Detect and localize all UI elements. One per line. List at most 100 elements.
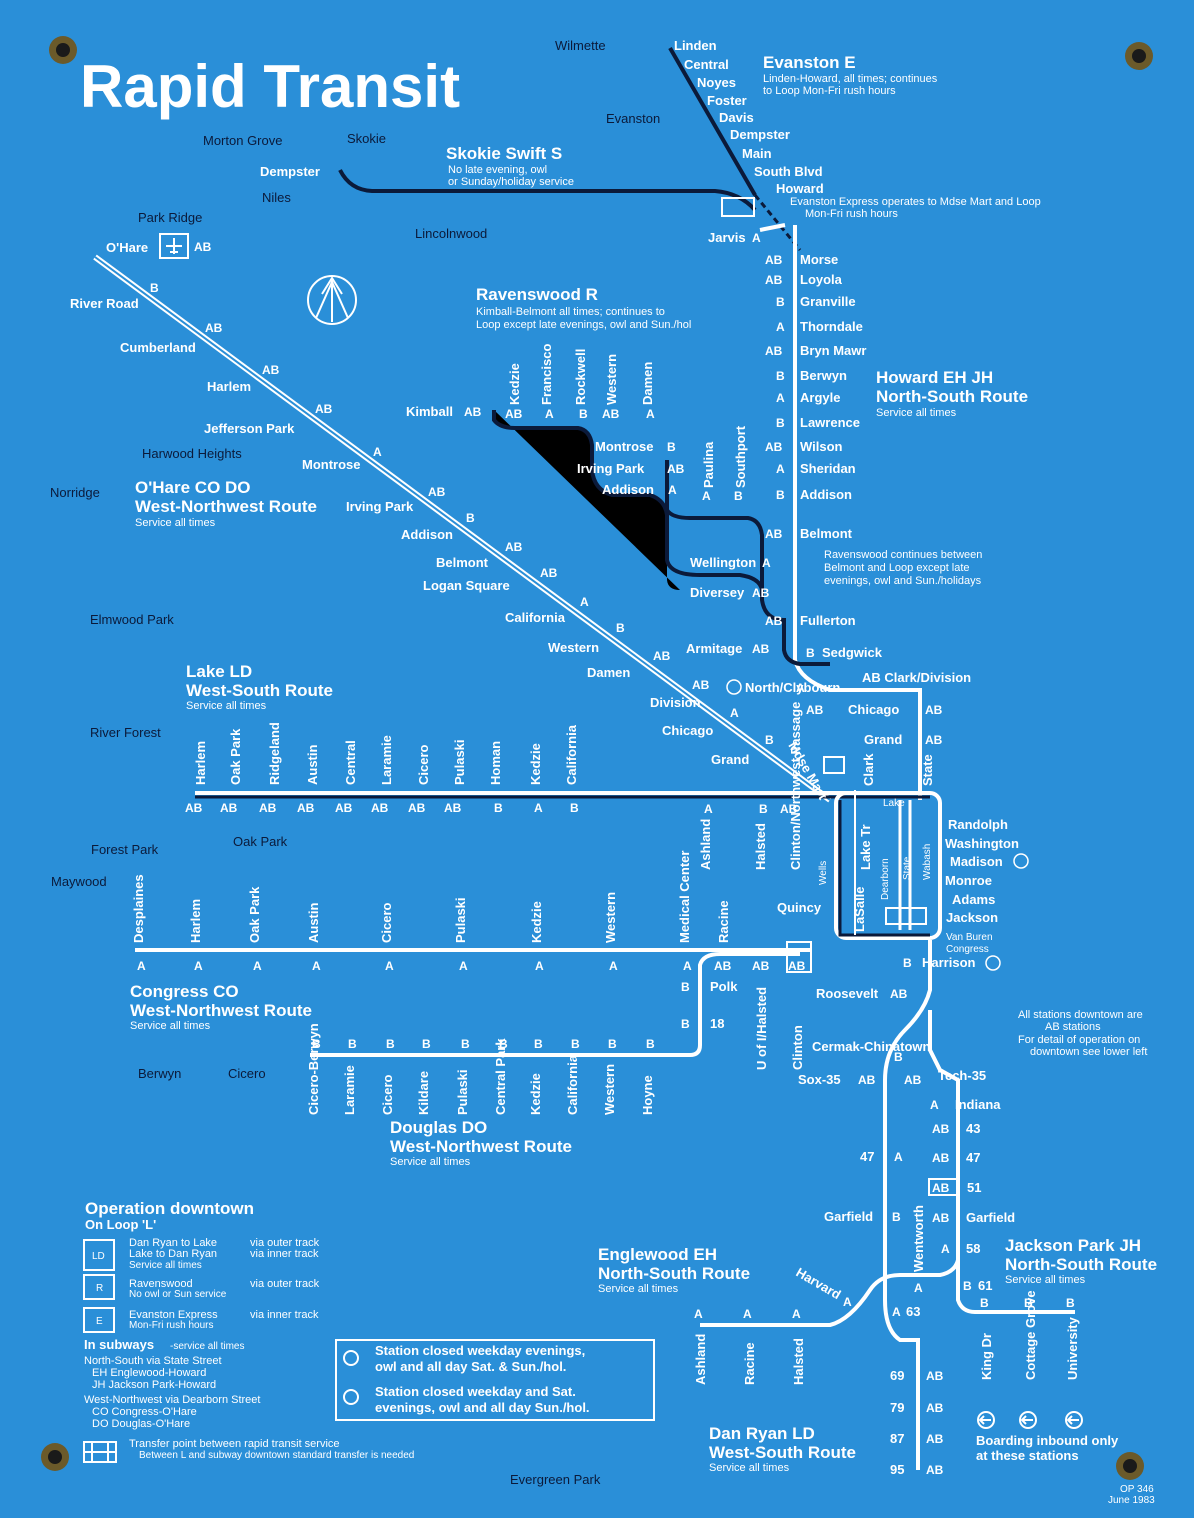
- svg-text:Boarding inbound only: Boarding inbound only: [976, 1433, 1119, 1448]
- lake-station-name: Central: [343, 740, 358, 785]
- englewood-station-name: Halsted: [791, 1338, 806, 1385]
- south-station-name: Harvard: [794, 1265, 844, 1303]
- ravenswood-station-code: B: [579, 407, 588, 421]
- ravenswood-station-name: Damen: [640, 362, 655, 405]
- douglas-station-code: B: [608, 1037, 617, 1051]
- south-station-code: AB: [932, 1211, 950, 1225]
- north-station-name: Wellington: [690, 555, 756, 570]
- svg-text:R: R: [96, 1283, 103, 1294]
- congress-station-name: Racine: [716, 900, 731, 943]
- notes: All stations downtown are AB stations Fo…: [976, 1009, 1155, 1506]
- ohare-station-name: Logan Square: [423, 578, 510, 593]
- svg-text:Main: Main: [742, 146, 772, 161]
- congress-station-name: Harlem: [188, 899, 203, 943]
- lake-station-code: AB: [185, 801, 203, 815]
- south-station-code: A: [894, 1150, 903, 1164]
- svg-text:State: State: [902, 856, 913, 880]
- south-station-name: 51: [967, 1180, 981, 1195]
- douglas-station-name: Kedzie: [528, 1073, 543, 1115]
- svg-text:Skokie: Skokie: [347, 131, 386, 146]
- svg-text:Roosevelt: Roosevelt: [816, 986, 879, 1001]
- svg-text:Park Ridge: Park Ridge: [138, 210, 202, 225]
- closed-moon-icon: [1013, 853, 1029, 869]
- svg-text:Jackson Park JH: Jackson Park JH: [1005, 1236, 1141, 1255]
- south-station-name: Wentworth: [911, 1205, 926, 1272]
- north-station-code: B: [776, 369, 785, 383]
- lake-station-code: AB: [297, 801, 315, 815]
- ohare-station-name: Montrose: [302, 457, 361, 472]
- douglas-station-name: Western: [602, 1064, 617, 1115]
- rivet-icons: [41, 36, 1153, 1480]
- svg-text:West-South Route: West-South Route: [186, 681, 333, 700]
- svg-text:Kimball-Belmont all times; con: Kimball-Belmont all times; continues to: [476, 306, 665, 318]
- ohare-station-name: Addison: [401, 527, 453, 542]
- congress-station-name: Austin: [306, 903, 321, 944]
- svg-text:Forest Park: Forest Park: [91, 842, 159, 857]
- ohare-station-name: California: [505, 610, 566, 625]
- svg-text:Service all times: Service all times: [129, 1260, 202, 1271]
- svg-text:West-Northwest Route: West-Northwest Route: [130, 1001, 312, 1020]
- loop-ld-icon: [83, 1239, 115, 1271]
- svg-text:Evanston: Evanston: [606, 111, 660, 126]
- ravenswood-station-code: A: [545, 407, 554, 421]
- north-station-name: Armitage: [686, 641, 742, 656]
- svg-text:Elmwood Park: Elmwood Park: [90, 612, 174, 627]
- lake-station-code: AB: [259, 801, 277, 815]
- north-station-code: AB: [752, 642, 770, 656]
- north-arrow-icon: [307, 275, 357, 325]
- svg-text:via inner track: via inner track: [250, 1309, 319, 1321]
- svg-text:Evanston Express operates to M: Evanston Express operates to Mdse Mart a…: [790, 196, 1041, 208]
- south-station-code: AB: [932, 1151, 950, 1165]
- svg-text:O'Hare CO DO: O'Hare CO DO: [135, 478, 251, 497]
- svg-text:AB: AB: [890, 987, 908, 1001]
- ravenswood-station-code: A: [668, 483, 677, 497]
- svg-text:State: State: [920, 754, 935, 786]
- south-station-name: 47: [966, 1150, 980, 1165]
- svg-text:Mon-Fri rush hours: Mon-Fri rush hours: [129, 1320, 213, 1331]
- svg-text:Morton Grove: Morton Grove: [203, 133, 282, 148]
- douglas-station-name: Polk: [710, 979, 738, 994]
- svg-text:Lake to Dan Ryan: Lake to Dan Ryan: [129, 1248, 217, 1260]
- south-station-name: Garfield: [966, 1210, 1015, 1225]
- north-station-code: AB: [765, 440, 783, 454]
- north-station-name: Bryn Mawr: [800, 343, 866, 358]
- legend: Operation downtown On Loop 'L' LD Dan Ry…: [83, 1199, 655, 1463]
- englewood-station-name: Ashland: [693, 1334, 708, 1385]
- south-station-code: AB: [904, 1073, 922, 1087]
- douglas-station-name: Central Park: [493, 1038, 508, 1115]
- svg-text:North-South via State Street: North-South via State Street: [84, 1355, 222, 1367]
- north-station-code: B: [776, 488, 785, 502]
- closed-legend-box: [335, 1339, 655, 1421]
- north-station-code: B: [776, 416, 785, 430]
- svg-text:Lincolnwood: Lincolnwood: [415, 226, 487, 241]
- map-title: Rapid Transit: [80, 53, 460, 120]
- svg-text:O'Hare: O'Hare: [106, 240, 148, 255]
- congress-station-code: A: [137, 959, 146, 973]
- north-station-name: Morse: [800, 252, 838, 267]
- svg-text:North/Clybourn: North/Clybourn: [745, 680, 840, 695]
- douglas-station-name: California: [565, 1054, 580, 1115]
- englewood-station-code: A: [743, 1307, 752, 1321]
- svg-text:Clark: Clark: [861, 753, 876, 786]
- danryan-station-code: AB: [926, 1432, 944, 1446]
- svg-text:Station closed weekday evening: Station closed weekday evenings,: [375, 1343, 585, 1358]
- svg-text:AB stations: AB stations: [1045, 1021, 1101, 1033]
- south-station-name: 61: [978, 1278, 992, 1293]
- ravenswood-station-code: B: [734, 489, 743, 503]
- south-station-code: AB: [858, 1073, 876, 1087]
- svg-text:Dempster: Dempster: [730, 127, 790, 142]
- svg-text:Dempster: Dempster: [260, 164, 320, 179]
- svg-text:For detail of operation on: For detail of operation on: [1018, 1034, 1140, 1046]
- douglas-station-code: B: [681, 1017, 690, 1031]
- svg-text:Wells: Wells: [818, 861, 829, 885]
- svg-text:-service all times: -service all times: [170, 1341, 244, 1352]
- jackson-station-name: Cottage Grove: [1023, 1290, 1038, 1380]
- douglas-station-code: B: [499, 1037, 508, 1051]
- svg-text:Dearborn: Dearborn: [880, 858, 891, 900]
- svg-text:via outer track: via outer track: [250, 1278, 320, 1290]
- svg-text:Cicero: Cicero: [228, 1066, 266, 1081]
- lake-station-code: B: [494, 801, 503, 815]
- svg-text:EH Englewood-Howard: EH Englewood-Howard: [92, 1367, 206, 1379]
